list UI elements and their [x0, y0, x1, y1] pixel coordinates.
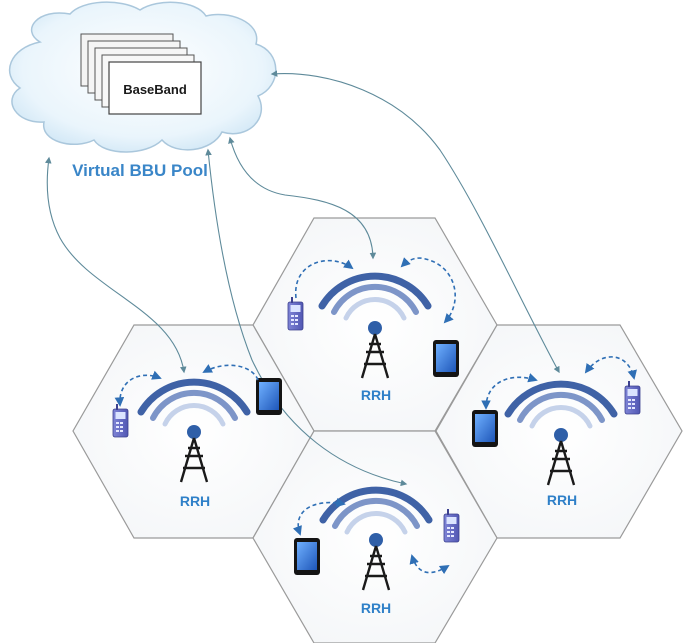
- radio-tower-icon: [179, 425, 209, 483]
- dashed-radio-links: [114, 364, 259, 407]
- cell-right: RRH: [472, 356, 641, 508]
- feature-phone-icon: [112, 404, 129, 438]
- feature-phone-icon: [624, 381, 641, 415]
- baseband-card-stack: BaseBand: [80, 33, 202, 115]
- baseband-label: BaseBand: [123, 82, 187, 97]
- radio-tower-icon: [360, 321, 390, 379]
- tablet-icon: [294, 538, 320, 575]
- radio-tower-icon: [546, 428, 576, 486]
- link-right-cell: [270, 70, 560, 374]
- cell-bottom: RRH: [292, 486, 460, 616]
- dashed-radio-links: [295, 257, 456, 324]
- tablet-icon: [433, 340, 459, 377]
- link-bottom-cell: [205, 148, 408, 487]
- fronthaul-links: [45, 70, 560, 487]
- dashed-radio-links: [292, 497, 450, 575]
- dashed-radio-links: [481, 356, 637, 410]
- rrh-label-top: RRH: [361, 387, 391, 403]
- link-left-cell: [45, 156, 187, 374]
- tablet-icon: [472, 410, 498, 447]
- cell-left: RRH: [112, 364, 282, 509]
- feature-phone-icon: [287, 297, 304, 331]
- rrh-label-bottom: RRH: [361, 600, 391, 616]
- cell-hexagons: [72, 217, 683, 643]
- rrh-label-left: RRH: [180, 493, 210, 509]
- rrh-label-right: RRH: [547, 492, 577, 508]
- cell-top: RRH: [287, 257, 459, 403]
- tablet-icon: [256, 378, 282, 415]
- feature-phone-icon: [443, 509, 460, 543]
- radio-tower-icon: [361, 533, 391, 591]
- virtual-bbu-pool-label: Virtual BBU Pool: [72, 161, 208, 180]
